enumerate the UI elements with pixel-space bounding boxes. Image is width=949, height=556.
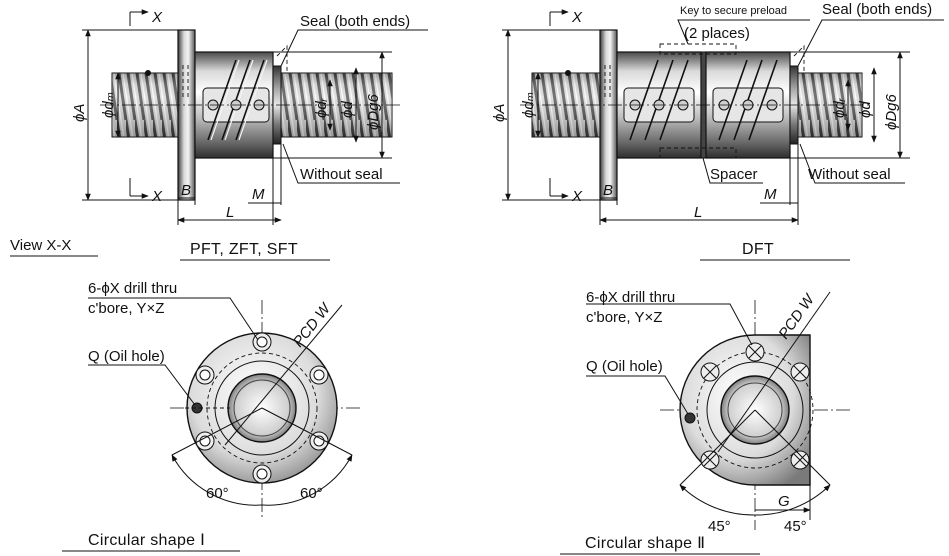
pcd-circle-1 — [206, 352, 318, 464]
dim-A-left: ϕA — [71, 104, 88, 122]
dim-dm-left: ϕdₘ — [100, 92, 117, 118]
end-view-circular-1: 60° 60° PCD W 6-ϕX drill thru c'bore, Y×… — [88, 280, 360, 520]
dim-M-left: M — [252, 186, 265, 203]
dim-Dg6-right: ϕDg6 — [883, 93, 900, 130]
without-seal-label-right: Without seal — [808, 166, 891, 183]
two-places-label: (2 places) — [684, 25, 750, 42]
view-xx-label: View X-X — [10, 237, 71, 254]
caption-dft: DFT — [742, 241, 774, 258]
oil-hole-label-1: Q (Oil hole) — [88, 348, 165, 365]
dim-d-left: ϕd — [339, 101, 356, 118]
bolt-holes-1 — [195, 332, 329, 484]
flange-left — [177, 29, 196, 201]
angle-45-right-2: 45° — [784, 518, 807, 535]
drill-label-line2-2: c'bore, Y×Z — [586, 309, 662, 326]
without-seal-label-left: Without seal — [300, 166, 383, 183]
dim-Dg6-left: ϕDg6 — [365, 93, 382, 130]
drill-label-line2-1: c'bore, Y×Z — [88, 300, 164, 317]
pcd-w-label-1: PCD W — [290, 299, 335, 350]
key-preload-label: Key to secure preload — [680, 5, 787, 17]
drill-label-line1-1: 6-ϕX drill thru — [88, 280, 177, 297]
seal-label-right: Seal (both ends) — [822, 1, 932, 18]
x-marker-bottom-left: X — [151, 188, 163, 205]
oil-hole-label-2: Q (Oil hole) — [586, 358, 663, 375]
dim-B-left: B — [181, 182, 191, 199]
pcd-circle-2 — [696, 351, 814, 469]
x-marker-top-left: X — [151, 9, 163, 26]
x-marker-top-right: X — [571, 9, 583, 26]
dim-B-right: B — [603, 182, 613, 199]
end-view-circular-2: G 45° 45° PCD W 6-ϕX drill thru c'bore, … — [586, 289, 850, 535]
dim-M-right: M — [764, 186, 777, 203]
dim-dm-right: ϕdₘ — [520, 92, 537, 118]
angle-60-left-1: 60° — [206, 485, 229, 502]
caption-circular-2: Circular shape Ⅱ — [585, 535, 705, 552]
dim-d-right: ϕd — [857, 101, 874, 118]
dim-dr-right: ϕdᵣ — [831, 97, 848, 118]
caption-pft-zft-sft: PFT, ZFT, SFT — [190, 241, 298, 258]
bolt-holes-2 — [700, 342, 810, 470]
seal-label-left: Seal (both ends) — [300, 13, 410, 30]
spacer-label: Spacer — [710, 166, 758, 183]
dim-L-right: L — [694, 204, 702, 221]
dim-dr-left: ϕdᵣ — [313, 97, 330, 118]
caption-circular-1: Circular shape Ⅰ — [88, 532, 205, 549]
flange-right — [599, 29, 618, 201]
drill-label-line1-2: 6-ϕX drill thru — [586, 289, 675, 306]
oil-hole-2 — [684, 412, 696, 424]
angle-60-right-1: 60° — [300, 485, 323, 502]
dim-G: G — [778, 493, 790, 510]
angle-45-left-2: 45° — [708, 518, 731, 535]
side-view-double-nut: X X ϕA ϕdₘ ϕdᵣ ϕd — [491, 1, 944, 225]
dim-L-left: L — [226, 204, 234, 221]
x-marker-bottom-right: X — [571, 188, 583, 205]
dim-A-right: ϕA — [491, 104, 508, 122]
side-view-single-nut: X X ϕA ϕdₘ ϕdᵣ ϕd — [71, 9, 428, 225]
